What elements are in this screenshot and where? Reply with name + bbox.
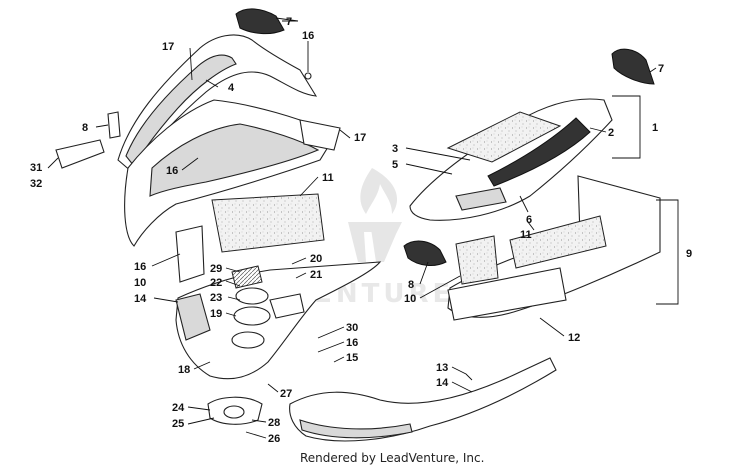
callout-15: 15 bbox=[346, 352, 358, 364]
callout-8-left-clip: 8 bbox=[82, 122, 88, 134]
render-credit: Rendered by LeadVenture, Inc. bbox=[300, 451, 484, 465]
callout-11-left: 11 bbox=[322, 172, 334, 184]
callout-16-lower: 16 bbox=[346, 337, 358, 349]
callout-4: 4 bbox=[228, 82, 235, 94]
callout-labels: 7 16 17 4 8 17 16 31 32 11 16 10 29 20 2… bbox=[30, 16, 692, 445]
left-side-panel bbox=[175, 225, 205, 283]
callout-10-left: 10 bbox=[134, 277, 146, 289]
lower-front-skid bbox=[289, 357, 557, 442]
belly-pan bbox=[175, 261, 382, 425]
callout-8-right: 8 bbox=[408, 279, 414, 291]
top-vent-grille bbox=[235, 8, 285, 35]
callout-14-left: 14 bbox=[134, 293, 147, 305]
right-insulation-pad bbox=[455, 235, 499, 285]
callout-31: 31 bbox=[30, 162, 42, 174]
callout-30: 30 bbox=[346, 322, 358, 334]
bracket-9 bbox=[656, 199, 679, 305]
bracket-1 bbox=[612, 95, 641, 159]
right-vent-grille bbox=[611, 48, 655, 85]
callout-21: 21 bbox=[310, 269, 322, 281]
callout-18: 18 bbox=[178, 364, 190, 376]
callout-3: 3 bbox=[392, 143, 398, 155]
callout-22: 22 bbox=[210, 277, 222, 289]
callout-28: 28 bbox=[268, 417, 280, 429]
callout-32: 32 bbox=[30, 178, 42, 190]
callout-16-top-fastener: 16 bbox=[302, 30, 314, 42]
callout-2: 2 bbox=[608, 127, 614, 139]
callout-1: 1 bbox=[652, 122, 658, 134]
leader-lines bbox=[47, 17, 657, 439]
right-lower-side-panel bbox=[447, 175, 661, 321]
callout-5: 5 bbox=[392, 159, 398, 171]
side-trim-piece bbox=[55, 139, 105, 169]
callout-19: 19 bbox=[210, 308, 222, 320]
callout-25: 25 bbox=[172, 418, 184, 430]
callout-17-top: 17 bbox=[162, 41, 174, 53]
callout-24: 24 bbox=[172, 402, 185, 414]
callout-17-right: 17 bbox=[354, 132, 366, 144]
callout-16-left: 16 bbox=[134, 261, 146, 273]
callout-20: 20 bbox=[310, 253, 322, 265]
hood-body bbox=[124, 99, 341, 247]
callout-29: 29 bbox=[210, 263, 222, 275]
right-small-vent bbox=[403, 240, 447, 266]
right-nose-panel bbox=[409, 98, 613, 221]
callout-7-right-vent: 7 bbox=[658, 63, 664, 75]
callout-12: 12 bbox=[568, 332, 580, 344]
callout-13: 13 bbox=[436, 362, 448, 374]
callout-26: 26 bbox=[268, 433, 280, 445]
callout-9: 9 bbox=[686, 248, 692, 260]
left-insulation-pad bbox=[211, 193, 325, 253]
callout-14-lower: 14 bbox=[436, 377, 449, 389]
callout-6: 6 bbox=[526, 214, 532, 226]
callout-23: 23 bbox=[210, 292, 222, 304]
callout-27: 27 bbox=[280, 388, 292, 400]
callout-16-hood: 16 bbox=[166, 165, 178, 177]
left-clip bbox=[107, 111, 121, 139]
top-fastener bbox=[304, 72, 312, 80]
callout-10-right: 10 bbox=[404, 293, 416, 305]
callout-7-top-vent: 7 bbox=[286, 16, 292, 28]
callout-11-right: 11 bbox=[520, 229, 532, 241]
upper-hood-panel bbox=[117, 34, 318, 173]
